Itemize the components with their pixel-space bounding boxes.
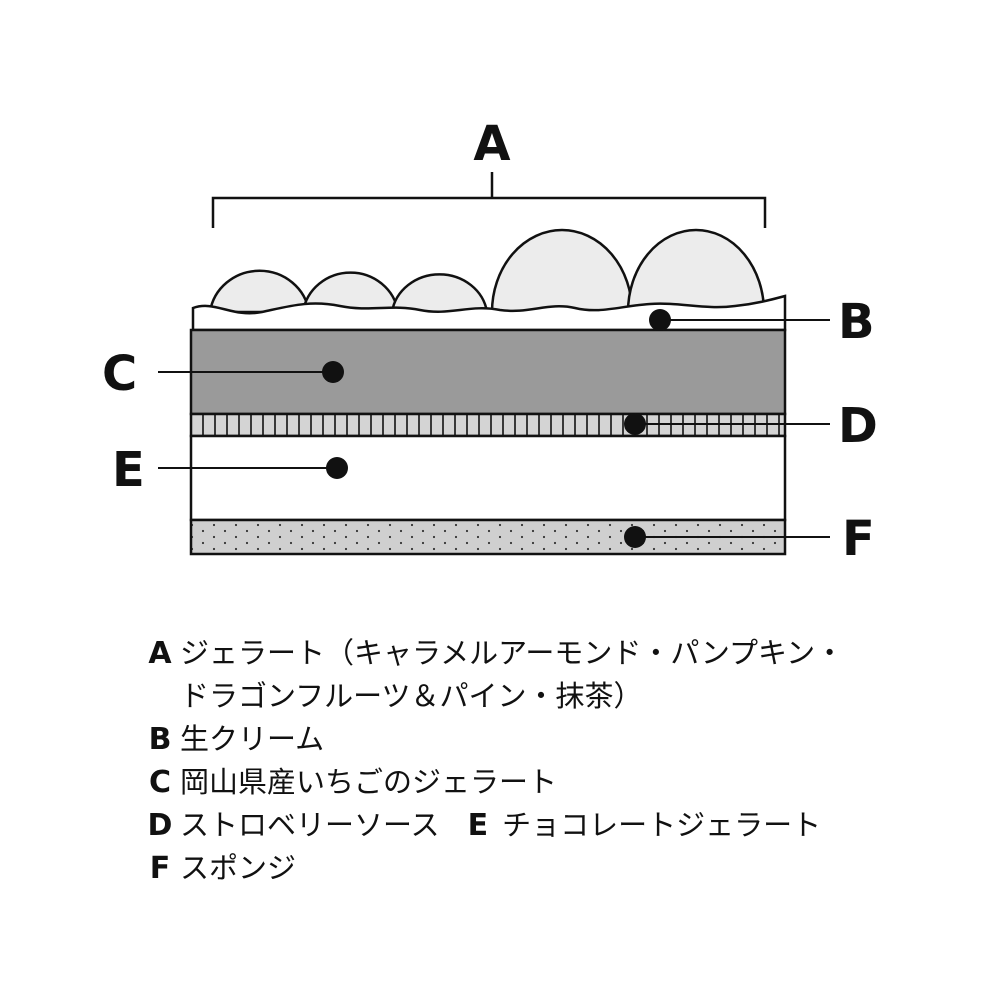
legend-key: C bbox=[148, 765, 172, 800]
legend-item-f: F スポンジ bbox=[140, 847, 860, 890]
legend-text: スポンジ bbox=[180, 851, 297, 885]
legend-key: E bbox=[467, 808, 489, 843]
leader-lines bbox=[158, 319, 830, 538]
callout-label-f: F bbox=[842, 511, 875, 567]
gelato-scoop bbox=[626, 228, 766, 314]
chocolate-gelato-layer bbox=[189, 434, 787, 522]
legend-item-b: B 生クリーム bbox=[140, 718, 860, 761]
dessert-cross-section-diagram: A B C D E F bbox=[102, 116, 878, 567]
gelato-scoops bbox=[208, 228, 766, 314]
legend-item-a: A ジェラート（キャラメルアーモンド・パンプキン・ ドラゴンフルーツ＆パイン・抹… bbox=[140, 632, 860, 718]
callout-label-a: A bbox=[473, 116, 510, 172]
legend-key: A bbox=[148, 636, 172, 671]
callout-label-c: C bbox=[102, 346, 137, 402]
legend-text: 生クリーム bbox=[180, 722, 325, 756]
callout-dot-c bbox=[322, 361, 344, 383]
callout-dot-e bbox=[326, 457, 348, 479]
gelato-scoop bbox=[390, 273, 489, 314]
legend-item-c: C 岡山県産いちごのジェラート bbox=[140, 761, 860, 804]
legend: A ジェラート（キャラメルアーモンド・パンプキン・ ドラゴンフルーツ＆パイン・抹… bbox=[140, 632, 860, 890]
legend-text: 岡山県産いちごのジェラート bbox=[180, 765, 558, 799]
legend-key: D bbox=[147, 808, 173, 843]
callout-label-d: D bbox=[838, 398, 878, 454]
gelato-scoop bbox=[301, 271, 400, 314]
callout-dot-b bbox=[649, 309, 671, 331]
gelato-scoop bbox=[490, 228, 634, 314]
callout-label-b: B bbox=[838, 294, 875, 350]
legend-key: F bbox=[149, 851, 171, 886]
legend-key: B bbox=[148, 722, 172, 757]
legend-text: ジェラート（キャラメルアーモンド・パンプキン・ ドラゴンフルーツ＆パイン・抹茶） bbox=[180, 636, 845, 713]
callout-label-e: E bbox=[112, 442, 145, 498]
callout-dot-f bbox=[624, 526, 646, 548]
bracket-a bbox=[211, 172, 767, 228]
gelato-scoop bbox=[208, 269, 311, 314]
leader-dots bbox=[322, 309, 671, 548]
callout-dot-d bbox=[624, 413, 646, 435]
cream-layer bbox=[191, 294, 787, 332]
